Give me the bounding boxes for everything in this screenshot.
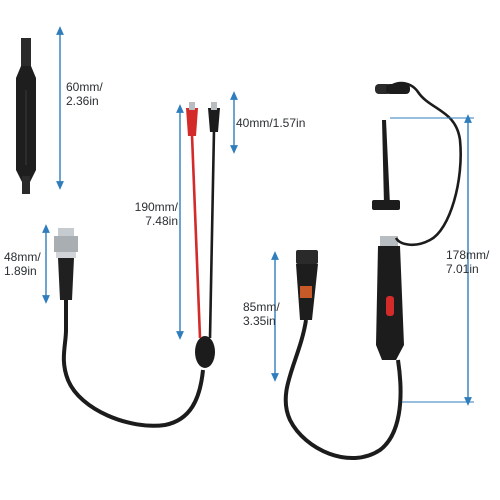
bnc-dimension-mm: 48mm/ — [4, 250, 41, 264]
probe-body-dimension-label: 178mm/ 7.01in — [446, 248, 489, 276]
alligator-dimension-value: 40mm/1.57in — [236, 116, 306, 130]
probe-connector-dimension-mm: 85mm/ — [243, 300, 280, 314]
clip-leads-dimension-label: 190mm/ 7.48in — [128, 200, 178, 228]
bnc-clip-cable — [54, 102, 220, 428]
grabber-dimension-label: 60mm/ 2.36in — [66, 80, 103, 108]
grabber-dimension-in: 2.36in — [66, 94, 99, 108]
probe-connector-dimension-label: 85mm/ 3.35in — [243, 300, 280, 328]
oscilloscope-probe — [283, 81, 462, 461]
probe-body-dimension-mm: 178mm/ — [446, 248, 490, 262]
grabber-tip-accessory — [16, 38, 36, 194]
clip-leads-dimension-mm: 190mm/ — [134, 200, 178, 214]
bnc-dimension-in: 1.89in — [4, 264, 37, 278]
alligator-dimension-label: 40mm/1.57in — [236, 116, 305, 130]
grabber-dimension-mm: 60mm/ — [66, 80, 103, 94]
probe-connector-dimension-in: 3.35in — [243, 314, 276, 328]
bnc-dimension-label: 48mm/ 1.89in — [4, 250, 41, 278]
probe-body-dimension-in: 7.01in — [446, 262, 479, 276]
clip-leads-dimension-in: 7.48in — [145, 214, 178, 228]
